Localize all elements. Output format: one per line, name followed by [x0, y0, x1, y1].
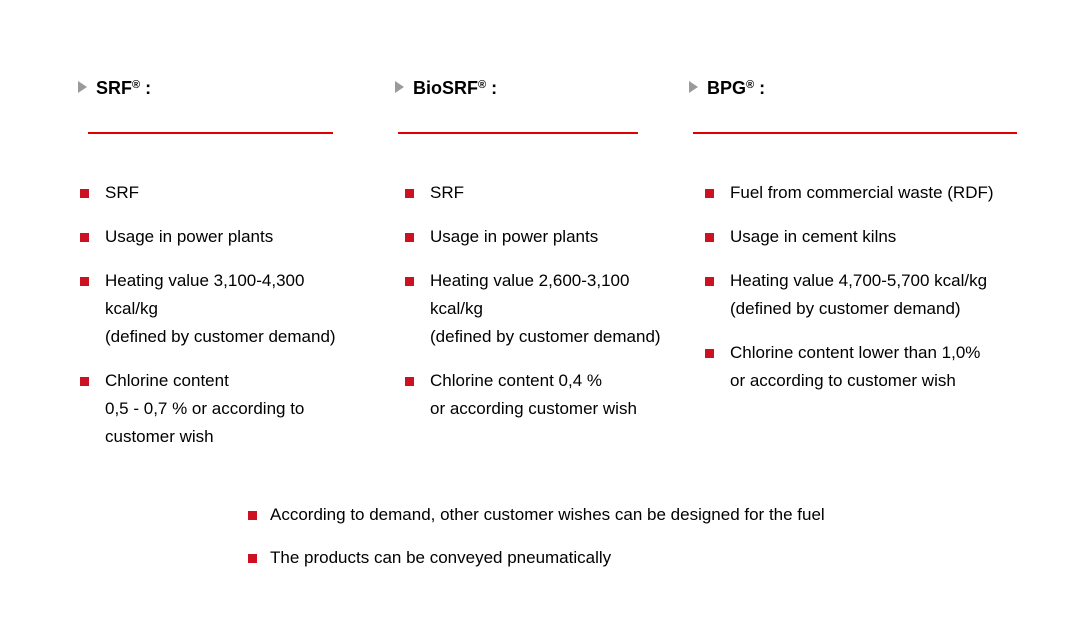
bullet-square-icon [80, 377, 89, 386]
list-item: Heating value 4,700-5,700 kcal/kg (defin… [705, 267, 1034, 323]
product-name: BPG [707, 78, 747, 98]
bullet-square-icon [80, 277, 89, 286]
bullet-square-icon [405, 377, 414, 386]
list-item: Chlorine content 0,4 % or according cust… [405, 367, 675, 423]
chevron-right-icon [689, 81, 698, 93]
bullet-text-line: Usage in power plants [430, 227, 599, 246]
list-item: Chlorine content 0,5 - 0,7 % or accordin… [80, 367, 358, 451]
list-item: Fuel from commercial waste (RDF) [705, 179, 1034, 207]
footer-note-item: According to demand, other customer wish… [248, 501, 1008, 529]
bullet-square-icon [705, 233, 714, 242]
column-biosrf-header: BioSRF®: [395, 78, 675, 101]
bullet-text-line: SRF [105, 183, 139, 202]
registered-mark: ® [746, 79, 755, 91]
registered-mark: ® [478, 79, 487, 91]
bullet-text-line: customer wish [105, 427, 214, 446]
list-item: Usage in power plants [405, 223, 675, 251]
list-item: Chlorine content lower than 1,0% or acco… [705, 339, 1034, 395]
chevron-right-icon [395, 81, 404, 93]
column-bpg: BPG®: Fuel from commercial waste (RDF) U… [689, 78, 1034, 411]
bullet-text-line: kcal/kg [105, 299, 158, 318]
bullet-text-line: or according to customer wish [730, 371, 956, 390]
list-item: Usage in cement kilns [705, 223, 1034, 251]
column-biosrf: BioSRF®: SRF Usage in power plants Heati… [395, 78, 675, 439]
column-srf-bullet-list: SRF Usage in power plants Heating value … [80, 179, 358, 451]
chevron-right-icon [78, 81, 87, 93]
column-srf-header: SRF®: [78, 78, 358, 101]
bullet-text-line: SRF [430, 183, 464, 202]
bullet-square-icon [80, 233, 89, 242]
column-bpg-header: BPG®: [689, 78, 1034, 101]
column-bpg-title: BPG®: [707, 78, 765, 101]
bullet-text-line: (defined by customer demand) [105, 327, 336, 346]
bullet-text-line: Chlorine content [105, 371, 229, 390]
red-divider-line [88, 132, 333, 134]
list-item: Heating value 2,600-3,100 kcal/kg (defin… [405, 267, 675, 351]
bullet-square-icon [705, 277, 714, 286]
bullet-text-line: Heating value 3,100-4,300 [105, 271, 305, 290]
bullet-square-icon [248, 511, 257, 520]
bullet-text-line: Usage in power plants [105, 227, 274, 246]
bullet-square-icon [705, 349, 714, 358]
footer-note-text: The products can be conveyed pneumatical… [270, 548, 612, 567]
bullet-text-line: (defined by customer demand) [730, 299, 961, 318]
title-colon: : [491, 78, 498, 98]
column-biosrf-title: BioSRF®: [413, 78, 497, 101]
list-item: SRF [405, 179, 675, 207]
product-name: SRF [96, 78, 132, 98]
bullet-square-icon [705, 189, 714, 198]
bullet-text-line: (defined by customer demand) [430, 327, 661, 346]
bullet-square-icon [405, 189, 414, 198]
bullet-square-icon [405, 277, 414, 286]
bullet-text-line: Chlorine content 0,4 % [430, 371, 602, 390]
bullet-text-line: Chlorine content lower than 1,0% [730, 343, 981, 362]
bullet-text-line: Heating value 2,600-3,100 [430, 271, 630, 290]
column-srf-title: SRF®: [96, 78, 151, 101]
title-colon: : [145, 78, 152, 98]
list-item: Usage in power plants [80, 223, 358, 251]
bullet-text-line: or according customer wish [430, 399, 637, 418]
product-name: BioSRF [413, 78, 478, 98]
column-srf: SRF®: SRF Usage in power plants Heating … [78, 78, 358, 467]
footer-notes: According to demand, other customer wish… [248, 501, 1008, 587]
bullet-text-line: kcal/kg [430, 299, 483, 318]
column-bpg-bullet-list: Fuel from commercial waste (RDF) Usage i… [705, 179, 1034, 395]
bullet-text-line: Heating value 4,700-5,700 kcal/kg [730, 271, 988, 290]
red-divider-line [398, 132, 638, 134]
list-item: SRF [80, 179, 358, 207]
red-divider-line [693, 132, 1017, 134]
footer-note-item: The products can be conveyed pneumatical… [248, 544, 1008, 572]
bullet-square-icon [405, 233, 414, 242]
list-item: Heating value 3,100-4,300 kcal/kg (defin… [80, 267, 358, 351]
bullet-text-line: 0,5 - 0,7 % or according to [105, 399, 305, 418]
footer-note-text: According to demand, other customer wish… [270, 505, 825, 524]
bullet-square-icon [80, 189, 89, 198]
bullet-text-line: Fuel from commercial waste (RDF) [730, 183, 994, 202]
bullet-square-icon [248, 554, 257, 563]
title-colon: : [759, 78, 766, 98]
column-biosrf-bullet-list: SRF Usage in power plants Heating value … [405, 179, 675, 423]
bullet-text-line: Usage in cement kilns [730, 227, 897, 246]
registered-mark: ® [132, 79, 141, 91]
